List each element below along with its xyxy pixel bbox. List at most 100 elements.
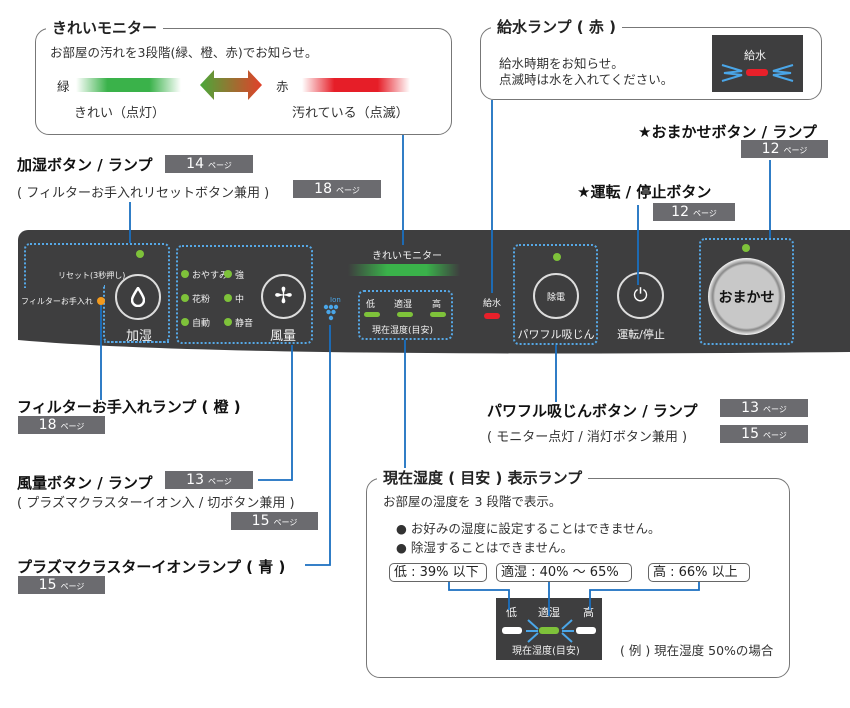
powerful-label-sub: ( モニター点灯 / 消灯ボタン兼用 ) [487,430,688,445]
range-ok: 適湿 : 40% ～ 65% [496,563,632,582]
ex-ok-lamp [539,627,559,634]
reset-label: リセット(3秒押し) [58,271,126,280]
filter-lamp [97,297,105,305]
humidify-button-label: 加湿 [125,329,153,344]
page-number: 15 [251,513,270,529]
power-button[interactable]: ⏻ [617,272,664,319]
page-unit: ページ [692,209,717,218]
filter-label: フィルターお手入れ [21,297,93,306]
powerful-group [513,244,598,345]
water-label: 給水 [483,299,502,309]
omakase-button-label: おまかせ [718,289,775,306]
kirei-monitor-title: きれいモニター [46,17,164,38]
ion-label-title: プラズマクラスターイオンランプ ( 青 ) [17,558,286,576]
water-lamp-line1: 給水時期をお知らせ。 [499,56,624,71]
panel-bottom-curve [18,340,850,360]
bullet-text: お好みの湿度に設定することはできません。 [410,521,661,536]
clean-label: きれい（点灯） [74,106,166,121]
flash-icon [721,64,794,82]
fan-level-lamp [224,294,232,302]
humidify-label-title: 加湿ボタン / ランプ [17,156,153,174]
hum-low-lamp [364,312,380,317]
humidity-example-panel: 低 適湿 高 現在湿度(目安) [496,598,602,660]
hum-high-lamp [430,312,446,317]
bullet-1: ● お好みの湿度に設定することはできません。 [396,521,661,536]
flash-icon [526,619,574,643]
omakase-label-title: ★おまかせボタン / ランプ [638,123,817,141]
fan-icon: ✢ [274,284,293,309]
fan-mode-lamp [181,294,189,302]
humidify-label-sub: ( フィルターお手入れリセットボタン兼用 ) [17,186,270,201]
range-low: 低 : 39% 以下 [389,563,487,582]
page-unit: ページ [273,518,298,527]
water-lamp-title: 給水ランプ ( 赤 ) [491,16,622,37]
page-unit: ページ [60,422,85,431]
fan-group [176,245,313,344]
omakase-button[interactable]: おまかせ [708,258,785,335]
fan-label-sub: ( プラズマクラスターイオン入 / 切ボタン兼用 ) [17,496,295,511]
hum-ok-lamp [397,312,413,317]
ex-high-label: 高 [583,606,594,619]
red-label: 赤 [276,79,289,94]
ion-lamp-icon [323,304,339,321]
ex-caption: 現在湿度(目安) [512,646,580,657]
fan-level-label: 静音 [235,319,254,329]
fan-level-lamp [224,318,232,326]
page-number: 13 [741,400,759,416]
bullet-text: 除湿することはできません。 [410,540,574,555]
ion-label: Ion [330,296,341,304]
page-unit: ページ [783,146,808,155]
monitor-green-bar [348,264,460,276]
page-number: 18 [314,181,332,197]
power-label-title: ★運転 / 停止ボタン [577,183,712,201]
humidify-button[interactable] [115,274,161,320]
hum-high-label: 高 [432,300,442,310]
ex-low-label: 低 [506,606,517,619]
page-unit: ページ [762,405,787,414]
hum-caption: 現在湿度(目安) [372,326,434,336]
page-number: 15 [741,426,759,442]
fan-mode-lamp [181,318,189,326]
fan-button-label: 風量 [269,329,297,344]
humidity-desc: お部屋の湿度を 3 段階で表示。 [383,494,562,509]
page-number: 12 [761,141,780,157]
humidify-lamp [136,250,144,258]
page-number: 18 [38,417,57,433]
page-number: 13 [186,472,204,488]
omakase-group [699,238,794,345]
power-icon: ⏻ [633,285,648,306]
fan-button[interactable]: ✢ [261,274,306,319]
green-bar [76,78,181,92]
page-unit: ページ [60,582,85,591]
water-lamp-line2: 点滅時は水を入れてください。 [499,72,674,87]
page-number: 14 [186,156,204,172]
fan-mode-label: 花粉 [192,295,211,305]
powerful-lamp [553,253,561,261]
water-example-red [746,69,768,76]
range-high: 高 : 66% 以上 [648,563,750,582]
double-arrow-icon [200,70,262,100]
jodan-label: 除電 [546,292,565,303]
power-button-label: 運転/停止 [617,328,665,341]
powerful-button[interactable]: 除電 [533,273,579,319]
fan-level-label: 中 [235,295,245,305]
page-number: 12 [671,204,689,220]
humidify-group-lower [103,285,170,343]
hum-low-label: 低 [366,300,376,310]
page-unit: ページ [207,477,232,486]
kirei-monitor-desc: お部屋の汚れを3段階(緑、橙、赤)でお知らせ。 [50,45,318,60]
water-lamp-example: 給水 [712,35,803,92]
humidity-example-note: ( 例 ) 現在湿度 50%の場合 [620,643,774,658]
water-drop-icon [131,287,145,307]
fan-level-lamp [224,270,232,278]
